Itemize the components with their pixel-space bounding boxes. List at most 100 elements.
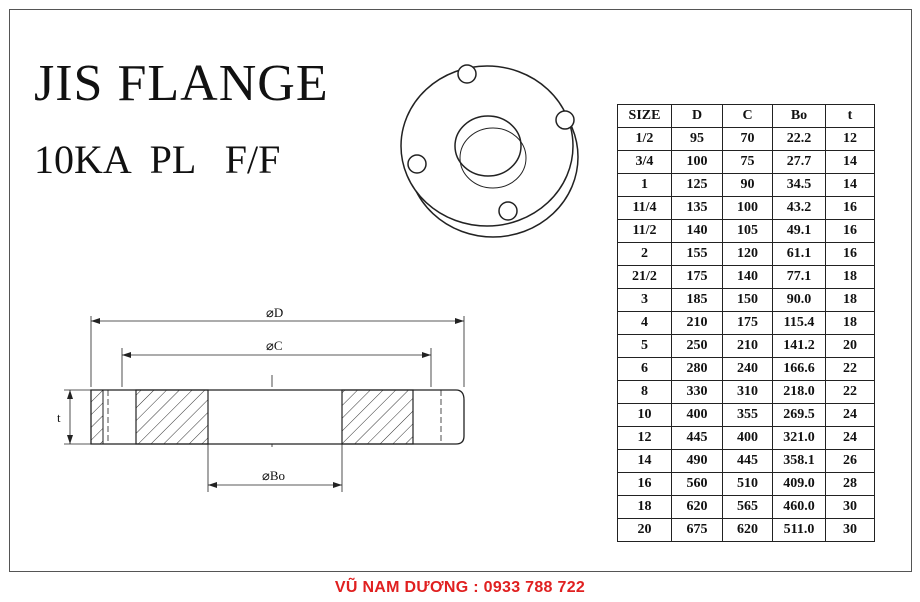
cell-d: 135 xyxy=(671,196,723,220)
cell-t: 18 xyxy=(825,288,875,312)
cell-bo: 218.0 xyxy=(772,380,826,404)
cell-t: 22 xyxy=(825,357,875,381)
cell-bo: 166.6 xyxy=(772,357,826,381)
dimension-label-bo: ⌀Bo xyxy=(262,468,285,483)
cell-bo: 27.7 xyxy=(772,150,826,174)
cell-size: 11/4 xyxy=(617,196,672,220)
cell-c: 90 xyxy=(722,173,773,197)
cell-t: 30 xyxy=(825,495,875,519)
cell-bo: 77.1 xyxy=(772,265,826,289)
cell-c: 565 xyxy=(722,495,773,519)
cell-size: 3/4 xyxy=(617,150,672,174)
cell-size: 11/2 xyxy=(617,219,672,243)
drawing-sheet xyxy=(9,9,912,572)
cell-d: 490 xyxy=(671,449,723,473)
cell-c: 355 xyxy=(722,403,773,427)
page-title: JIS FLANGE xyxy=(34,55,329,112)
cell-size: 21/2 xyxy=(617,265,672,289)
cell-d: 330 xyxy=(671,380,723,404)
cell-size: 3 xyxy=(617,288,672,312)
cell-c: 620 xyxy=(722,518,773,542)
cell-t: 12 xyxy=(825,127,875,151)
cell-d: 125 xyxy=(671,173,723,197)
cell-t: 28 xyxy=(825,472,875,496)
cell-t: 20 xyxy=(825,334,875,358)
cell-bo: 61.1 xyxy=(772,242,826,266)
cell-size: 20 xyxy=(617,518,672,542)
cell-bo: 90.0 xyxy=(772,288,826,312)
cell-bo: 321.0 xyxy=(772,426,826,450)
cell-c: 210 xyxy=(722,334,773,358)
column-header-size: SIZE xyxy=(617,104,672,128)
column-header-d: D xyxy=(671,104,723,128)
cell-c: 70 xyxy=(722,127,773,151)
cell-c: 400 xyxy=(722,426,773,450)
cell-d: 155 xyxy=(671,242,723,266)
cell-size: 5 xyxy=(617,334,672,358)
cell-t: 14 xyxy=(825,173,875,197)
cell-d: 175 xyxy=(671,265,723,289)
cell-bo: 49.1 xyxy=(772,219,826,243)
table-header-row: SIZE D C Bo t xyxy=(617,104,875,128)
cell-d: 210 xyxy=(671,311,723,335)
cell-size: 14 xyxy=(617,449,672,473)
cell-d: 140 xyxy=(671,219,723,243)
page-subtitle: 10KA PL F/F xyxy=(34,137,281,182)
cell-t: 14 xyxy=(825,150,875,174)
cell-t: 22 xyxy=(825,380,875,404)
cell-bo: 269.5 xyxy=(772,403,826,427)
cell-t: 18 xyxy=(825,265,875,289)
cell-bo: 141.2 xyxy=(772,334,826,358)
cell-d: 100 xyxy=(671,150,723,174)
cell-c: 100 xyxy=(722,196,773,220)
cell-size: 12 xyxy=(617,426,672,450)
cell-size: 1/2 xyxy=(617,127,672,151)
cell-size: 1 xyxy=(617,173,672,197)
flange-section-drawing: ⌀D ⌀C t ⌀Bo xyxy=(57,305,465,492)
cell-c: 105 xyxy=(722,219,773,243)
cell-t: 26 xyxy=(825,449,875,473)
cell-size: 6 xyxy=(617,357,672,381)
column-header-bo: Bo xyxy=(772,104,826,128)
cell-d: 620 xyxy=(671,495,723,519)
cell-c: 150 xyxy=(722,288,773,312)
cell-c: 240 xyxy=(722,357,773,381)
cell-t: 18 xyxy=(825,311,875,335)
dimension-label-t: t xyxy=(57,410,61,425)
contact-footer: VŨ NAM DƯƠNG : 0933 788 722 xyxy=(334,579,586,596)
cell-size: 2 xyxy=(617,242,672,266)
cell-c: 75 xyxy=(722,150,773,174)
cell-t: 24 xyxy=(825,426,875,450)
cell-t: 16 xyxy=(825,242,875,266)
cell-bo: 34.5 xyxy=(772,173,826,197)
cell-t: 30 xyxy=(825,518,875,542)
cell-d: 185 xyxy=(671,288,723,312)
cell-d: 560 xyxy=(671,472,723,496)
cell-c: 510 xyxy=(722,472,773,496)
cell-d: 250 xyxy=(671,334,723,358)
cell-d: 280 xyxy=(671,357,723,381)
cell-bo: 409.0 xyxy=(772,472,826,496)
cell-t: 16 xyxy=(825,196,875,220)
cell-t: 16 xyxy=(825,219,875,243)
cell-d: 400 xyxy=(671,403,723,427)
cell-bo: 511.0 xyxy=(772,518,826,542)
cell-d: 675 xyxy=(671,518,723,542)
cell-bo: 115.4 xyxy=(772,311,826,335)
